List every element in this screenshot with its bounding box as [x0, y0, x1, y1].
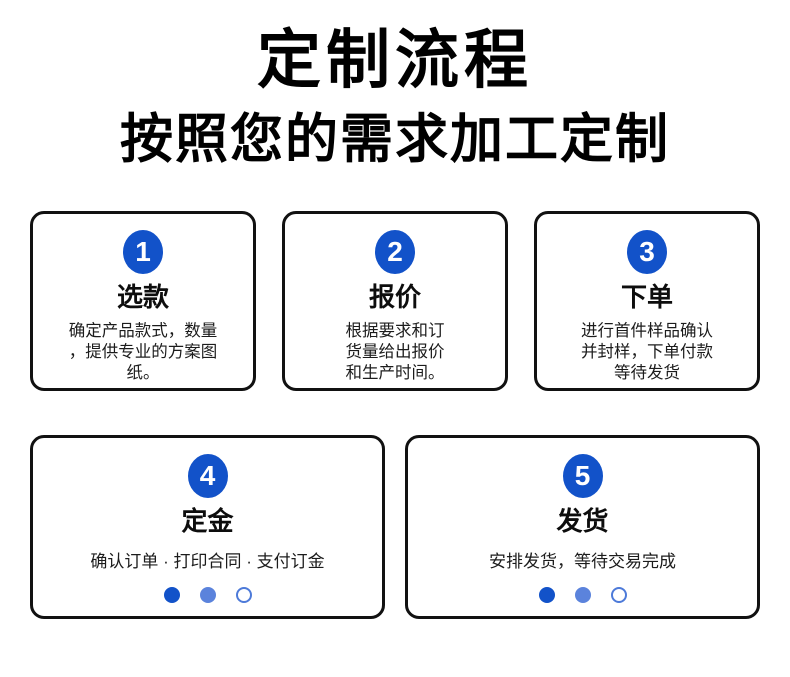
page-title: 定制流程 [257, 24, 533, 96]
step-description: 确定产品款式，数量 ，提供专业的方案图 纸。 [68, 322, 218, 383]
step-description: 确认订单 · 打印合同 · 支付订金 [90, 552, 325, 572]
dot-solid-icon [163, 587, 180, 604]
dot-medium-icon [574, 587, 591, 604]
step-number: 3 [639, 235, 655, 267]
step-number-badge-5: 5 [562, 453, 603, 498]
step-card-3: 3 下单 进行首件样品确认 并封样，下单付款 等待发货 [534, 210, 760, 391]
step-title: 选款 [116, 281, 169, 312]
step-number-badge-1: 1 [123, 229, 163, 274]
step-number-badge-2: 2 [375, 229, 415, 274]
step-description: 进行首件样品确认 并封样，下单付款 等待发货 [581, 322, 713, 383]
step-description: 根据要求和订 货量给出报价 和生产时间。 [345, 322, 445, 383]
step-number-badge-4: 4 [187, 453, 228, 498]
step-card-4: 4 定金 确认订单 · 打印合同 · 支付订金 [30, 434, 385, 619]
page-subtitle: 按照您的需求加工定制 [120, 109, 670, 169]
step-number: 5 [574, 459, 591, 491]
dot-outline-icon [235, 587, 252, 604]
steps-row-top: 1 选款 确定产品款式，数量 ，提供专业的方案图 纸。 2 报价 根据要求和订 … [0, 210, 790, 391]
step-number: 2 [387, 235, 403, 267]
step-description: 安排发货，等待交易完成 [489, 552, 676, 572]
step-number: 4 [199, 459, 216, 491]
pagination-dots [538, 587, 627, 604]
step-card-5: 5 发货 安排发货，等待交易完成 [405, 434, 760, 619]
dot-outline-icon [610, 587, 627, 604]
step-card-1: 1 选款 确定产品款式，数量 ，提供专业的方案图 纸。 [30, 210, 256, 391]
step-title: 报价 [368, 281, 421, 312]
step-number: 1 [135, 235, 151, 267]
dot-medium-icon [199, 587, 216, 604]
step-title: 下单 [620, 281, 673, 312]
dot-solid-icon [538, 587, 555, 604]
step-title: 定金 [181, 505, 234, 536]
step-card-2: 2 报价 根据要求和订 货量给出报价 和生产时间。 [282, 210, 508, 391]
step-title: 发货 [556, 505, 609, 536]
steps-row-bottom: 4 定金 确认订单 · 打印合同 · 支付订金 5 发货 安排发货，等待交易完成 [0, 434, 790, 619]
pagination-dots [163, 587, 252, 604]
step-number-badge-3: 3 [627, 229, 667, 274]
